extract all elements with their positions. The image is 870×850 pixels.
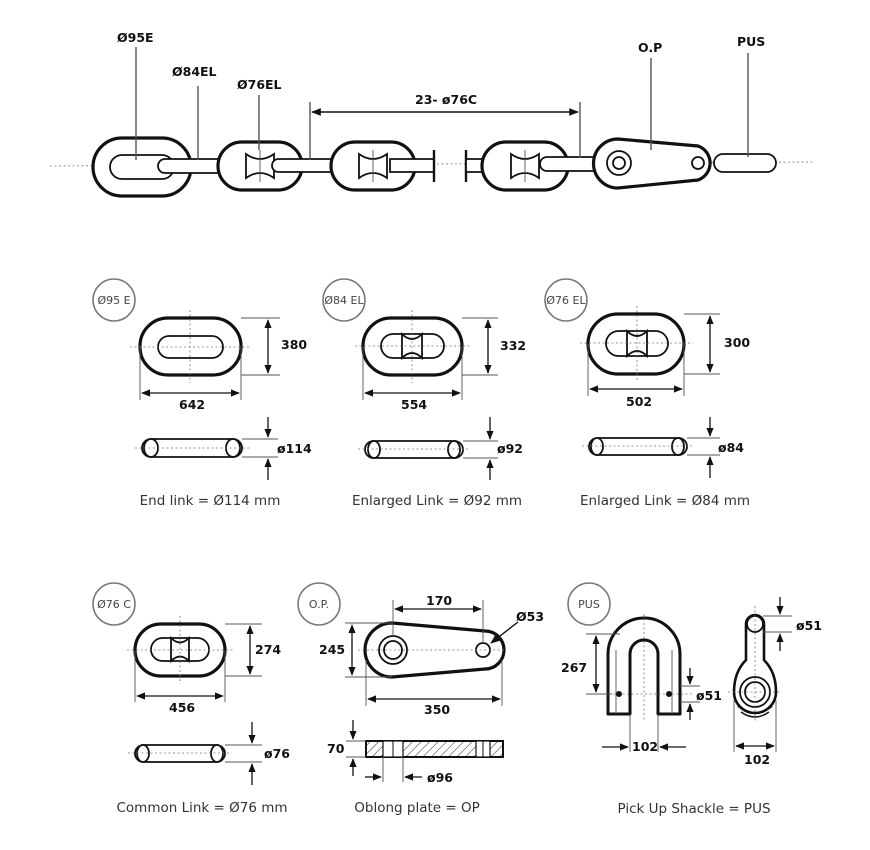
label-oblong-plate: O.P (638, 40, 662, 55)
detail-enlarged-84: Ø84 EL 332 554 ø92 Enlarged Link = Ø92 m… (322, 278, 526, 509)
label-shackle: PUS (737, 34, 765, 49)
shackle-caption: Pick Up Shackle = PUS (617, 801, 770, 817)
common-link-height: 274 (255, 642, 281, 657)
badge-enlarged-84-text: Ø84 EL (324, 294, 364, 307)
label-end-link: Ø95E (117, 30, 154, 45)
badge-enlarged-76-text: Ø76 EL (546, 294, 586, 307)
badge-end-link-text: Ø95 E (97, 294, 130, 307)
chain-assembly: Ø95E Ø84EL Ø76EL 23- ø76C O.P PUS (49, 30, 816, 198)
detail-shackle: PUS 267 ø51 102 ø51 (561, 582, 822, 817)
detail-common-link: Ø76 C 274 456 ø76 Common Link = Ø76 mm (92, 582, 290, 816)
shackle-width: 102 (632, 739, 658, 754)
common-link-length: 456 (169, 700, 195, 715)
badge-oblong-plate (297, 582, 341, 626)
oblong-plate-height: 245 (319, 642, 345, 657)
label-enlarged-84: Ø84EL (172, 64, 217, 79)
badge-common-link-text: Ø76 C (97, 598, 131, 611)
chain-common-link-2 (480, 140, 570, 192)
oblong-plate-hole: Ø53 (516, 609, 544, 624)
badge-oblong-plate-text: O.P. (309, 598, 329, 611)
shackle-side-width: 102 (744, 752, 770, 767)
detail-end-link: Ø95 E 380 642 ø114 End link = Ø114 mm (92, 278, 312, 509)
enlarged-84-length: 554 (401, 397, 427, 412)
detail-enlarged-76: Ø76 EL 300 502 ø84 Enlarged Link = Ø84 m… (544, 278, 750, 509)
chain-break-left (389, 158, 435, 173)
badge-common-link (92, 582, 136, 626)
badge-shackle (567, 582, 611, 626)
badge-shackle-text: PUS (578, 598, 600, 611)
shackle-pin: ø51 (696, 688, 722, 703)
chain-shackle (713, 153, 777, 173)
oblong-plate-bore: ø96 (427, 770, 453, 785)
chain-enlarged-link-76 (216, 140, 304, 192)
badge-end-link (92, 278, 136, 322)
common-link-caption: Common Link = Ø76 mm (116, 800, 287, 816)
end-link-height: 380 (281, 337, 307, 352)
chain-end-link (91, 136, 193, 198)
common-link-diameter: ø76 (264, 746, 290, 761)
enlarged-76-diameter: ø84 (718, 440, 744, 455)
enlarged-76-length: 502 (626, 394, 652, 409)
oblong-plate-pitch: 170 (426, 593, 452, 608)
badge-enlarged-76 (544, 278, 588, 322)
end-link-length: 642 (179, 397, 205, 412)
oblong-plate-thickness: 70 (327, 741, 345, 756)
shackle-side-pin: ø51 (796, 618, 822, 633)
detail-oblong-plate: O.P. 170 245 350 Ø53 70 ø96 (297, 582, 544, 816)
enlarged-84-diameter: ø92 (497, 441, 523, 456)
shackle-height: 267 (561, 660, 587, 675)
enlarged-76-caption: Enlarged Link = Ø84 mm (580, 493, 750, 509)
oblong-plate-caption: Oblong plate = OP (354, 800, 479, 816)
end-link-diameter: ø114 (277, 441, 312, 456)
enlarged-84-caption: Enlarged Link = Ø92 mm (352, 493, 522, 509)
enlarged-76-height: 300 (724, 335, 750, 350)
badge-enlarged-84 (322, 278, 366, 322)
chain-oblong-plate (591, 137, 712, 190)
enlarged-84-height: 332 (500, 338, 526, 353)
oblong-plate-length: 350 (424, 702, 450, 717)
end-link-caption: End link = Ø114 mm (140, 493, 281, 509)
label-common-span: 23- ø76C (415, 92, 477, 107)
label-enlarged-76: Ø76EL (237, 77, 282, 92)
